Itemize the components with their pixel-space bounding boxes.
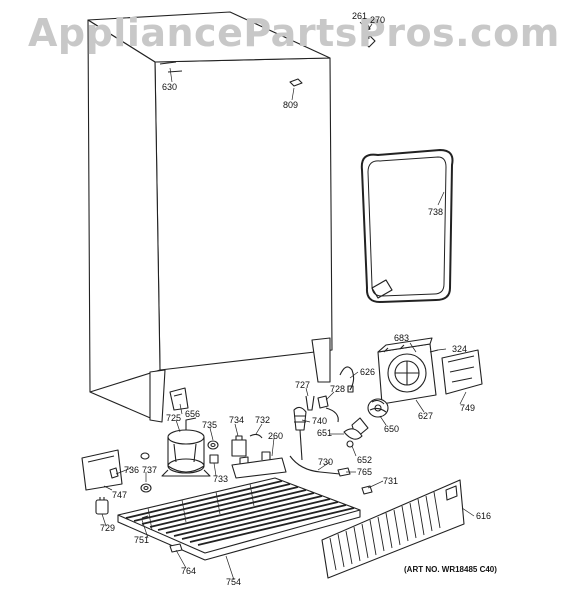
callout-749: 749 [460, 403, 476, 413]
callout-740: 740 [312, 416, 328, 426]
callout-627: 627 [418, 411, 434, 421]
callout-764: 764 [181, 566, 197, 576]
callout-630: 630 [162, 82, 178, 92]
callout-809: 809 [283, 100, 299, 110]
callout-727: 727 [295, 380, 311, 390]
capacitor-bracket [231, 451, 287, 479]
callout-730: 730 [318, 457, 334, 467]
cover-and-grommets [81, 449, 152, 493]
condenser-tube [289, 455, 341, 475]
callout-765: 765 [357, 467, 373, 477]
callout-324: 324 [452, 344, 468, 354]
callout-656: 656 [185, 409, 201, 419]
callout-261: 261 [352, 11, 368, 21]
callout-626: 626 [360, 367, 376, 377]
heater-loop [360, 149, 454, 303]
start-relay [207, 433, 263, 464]
callout-652: 652 [357, 455, 373, 465]
compressor [161, 417, 211, 477]
callout-731: 731 [383, 476, 399, 486]
callout-754: 754 [226, 577, 242, 587]
rear-grille [321, 479, 465, 579]
fan-motor [343, 398, 389, 448]
screw-hardware [362, 24, 376, 48]
callout-737: 737 [142, 465, 158, 475]
thermistor [339, 366, 355, 393]
callout-728: 728 [330, 384, 346, 394]
callout-725: 725 [166, 413, 182, 423]
callout-683: 683 [394, 333, 410, 343]
leader-lines [101, 21, 475, 581]
refrigerator-cabinet [87, 11, 333, 423]
callout-651: 651 [317, 428, 333, 438]
callout-729: 729 [100, 523, 116, 533]
capacitor [95, 497, 109, 515]
callout-732: 732 [255, 415, 271, 425]
callout-650: 650 [384, 424, 400, 434]
relay-assembly [293, 395, 339, 461]
fan-housing [377, 337, 437, 405]
callout-734: 734 [229, 415, 245, 425]
callout-735: 735 [202, 420, 218, 430]
callout-270: 270 [370, 15, 386, 25]
mounting-clips [141, 467, 373, 553]
control-board [429, 349, 483, 395]
art-number: (ART NO. WR18485 C40) [404, 565, 497, 574]
bracket [169, 387, 189, 411]
callout-736: 736 [124, 465, 140, 475]
watermark-logo: AppliancePartsPros.com [28, 11, 560, 55]
callout-616: 616 [476, 511, 492, 521]
callout-751: 751 [134, 535, 150, 545]
condenser-coil [117, 477, 361, 561]
callout-738: 738 [428, 207, 444, 217]
callout-260: 260 [268, 431, 284, 441]
callout-747: 747 [112, 490, 128, 500]
callout-733: 733 [213, 474, 229, 484]
